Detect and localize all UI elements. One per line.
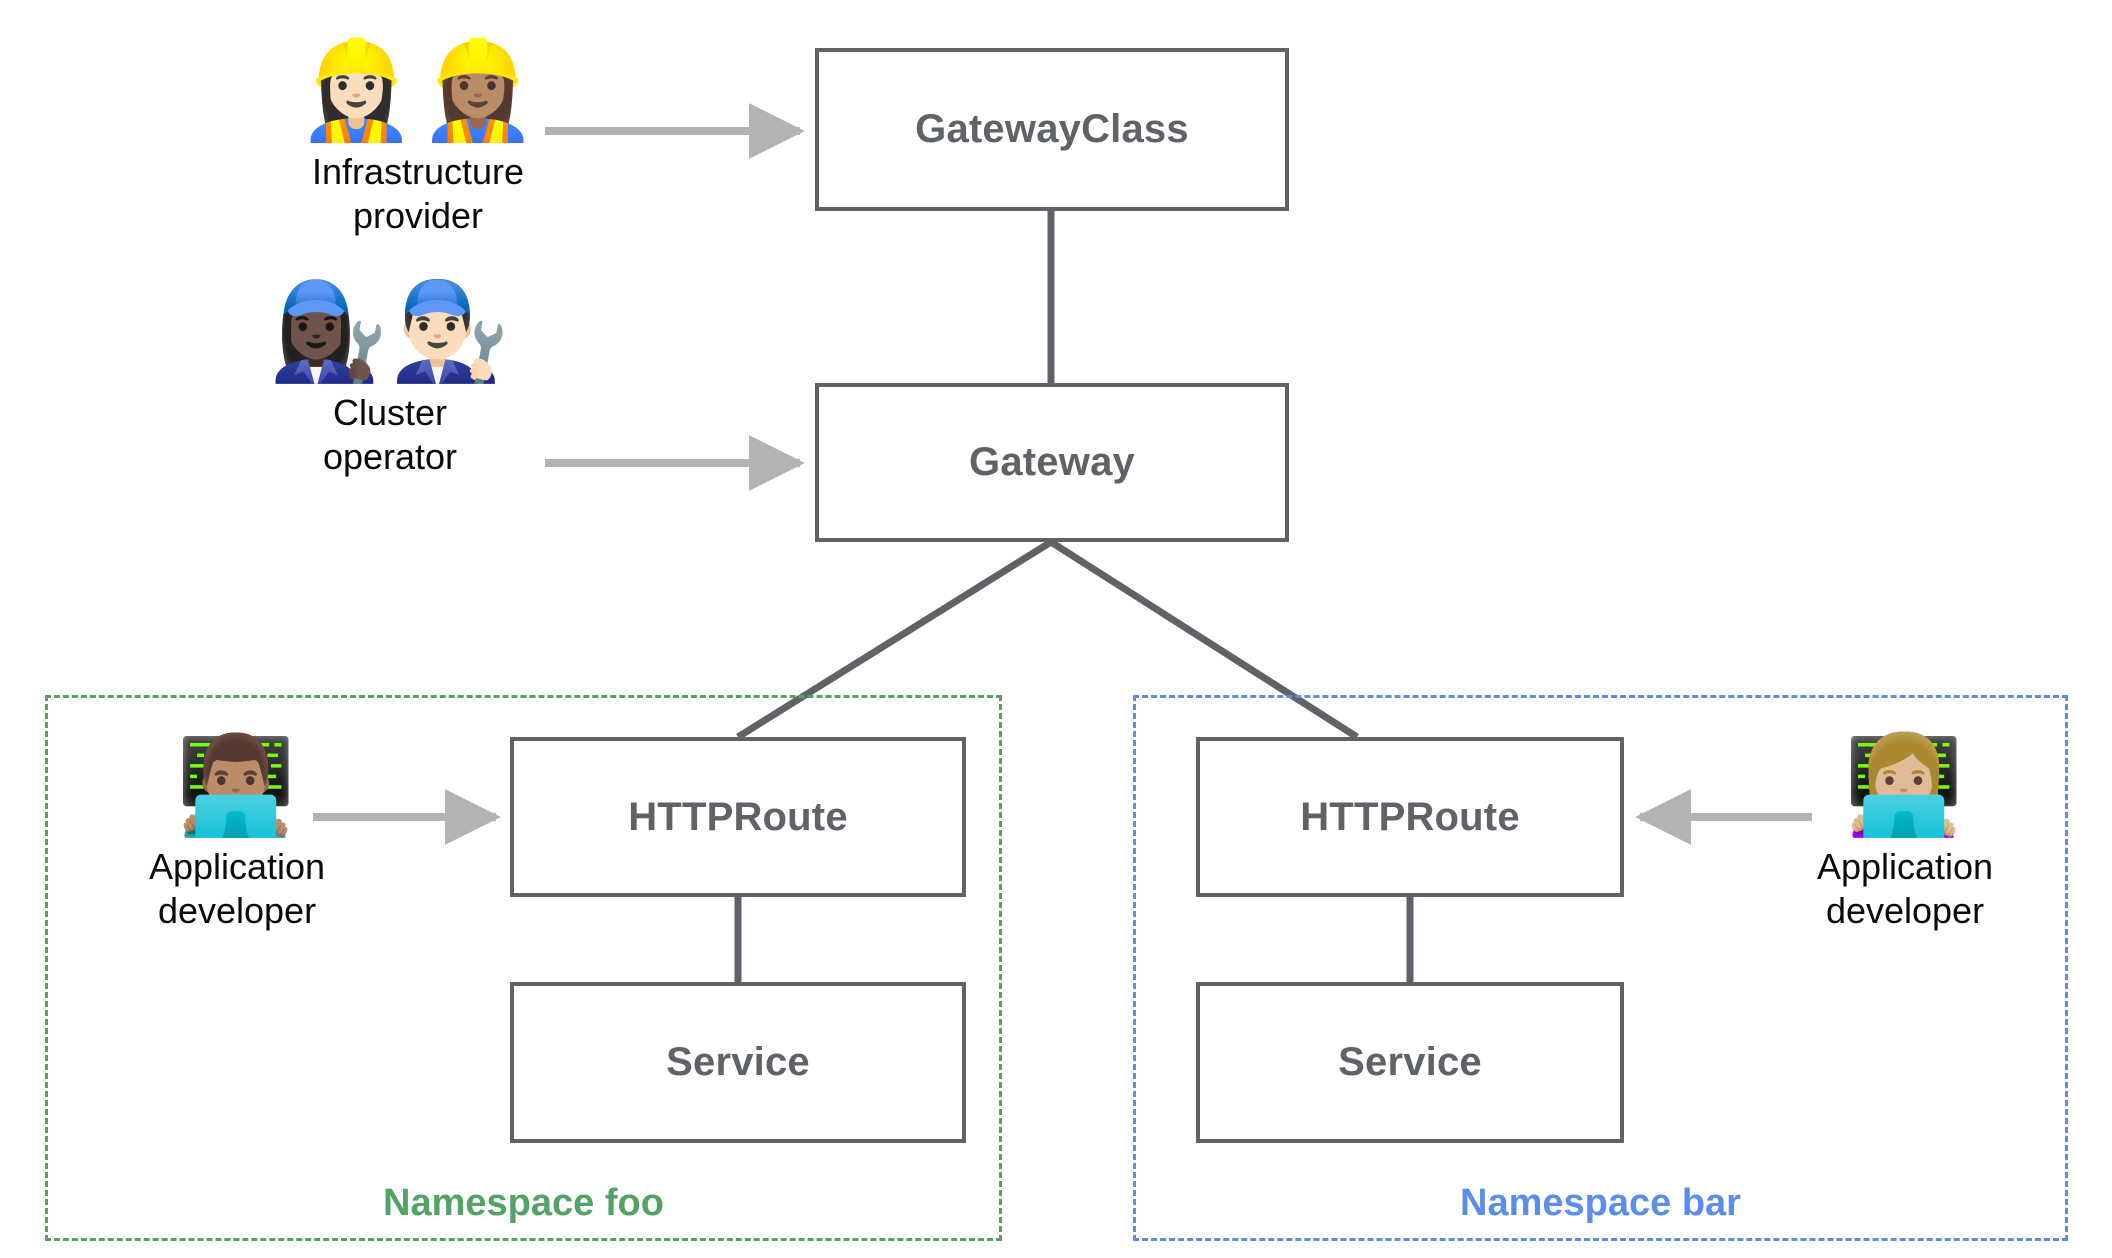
namespace-label-bar: Namespace bar bbox=[1460, 1182, 1741, 1224]
node-service-bar[interactable]: Service bbox=[1196, 982, 1624, 1143]
persona-cluster-operator: 👩🏿‍🔧👨🏻‍🔧 Cluster operator bbox=[210, 283, 570, 479]
construction-worker-pair-icon: 👷🏻‍♀️👷🏽‍♀️ bbox=[296, 34, 540, 146]
node-service-foo[interactable]: Service bbox=[510, 982, 966, 1143]
node-httproute-foo[interactable]: HTTPRoute bbox=[510, 737, 966, 897]
node-httproute-foo-label: HTTPRoute bbox=[628, 794, 848, 839]
persona-application-developer-foo: 👨🏽‍💻 Application developer bbox=[92, 737, 382, 933]
node-httproute-bar-label: HTTPRoute bbox=[1300, 794, 1520, 839]
persona-application-developer-bar: 👩🏼‍💻 Application developer bbox=[1760, 737, 2050, 933]
node-gateway-label: Gateway bbox=[969, 440, 1135, 484]
persona-infrastructure-provider-label: Infrastructure provider bbox=[311, 151, 525, 236]
persona-infrastructure-provider: 👷🏻‍♀️👷🏽‍♀️ Infrastructure provider bbox=[218, 42, 618, 238]
node-service-foo-label: Service bbox=[666, 1040, 810, 1084]
namespace-container-foo bbox=[45, 695, 1002, 1241]
namespace-container-bar bbox=[1133, 695, 2068, 1241]
mechanic-pair-icon: 👩🏿‍🔧👨🏻‍🔧 bbox=[268, 275, 512, 387]
persona-application-developer-bar-label: Application developer bbox=[1816, 846, 1994, 931]
persona-cluster-operator-label: Cluster operator bbox=[322, 392, 458, 477]
developer-laptop-icon: 👨🏽‍💻 bbox=[176, 729, 298, 841]
node-gatewayclass[interactable]: GatewayClass bbox=[815, 48, 1289, 211]
node-gatewayclass-label: GatewayClass bbox=[915, 107, 1189, 151]
node-gateway[interactable]: Gateway bbox=[815, 383, 1289, 542]
node-service-bar-label: Service bbox=[1338, 1040, 1482, 1084]
node-httproute-bar[interactable]: HTTPRoute bbox=[1196, 737, 1624, 897]
developer-laptop-icon: 👩🏼‍💻 bbox=[1844, 729, 1966, 841]
persona-application-developer-foo-label: Application developer bbox=[148, 846, 326, 931]
namespace-label-foo: Namespace foo bbox=[383, 1182, 664, 1224]
